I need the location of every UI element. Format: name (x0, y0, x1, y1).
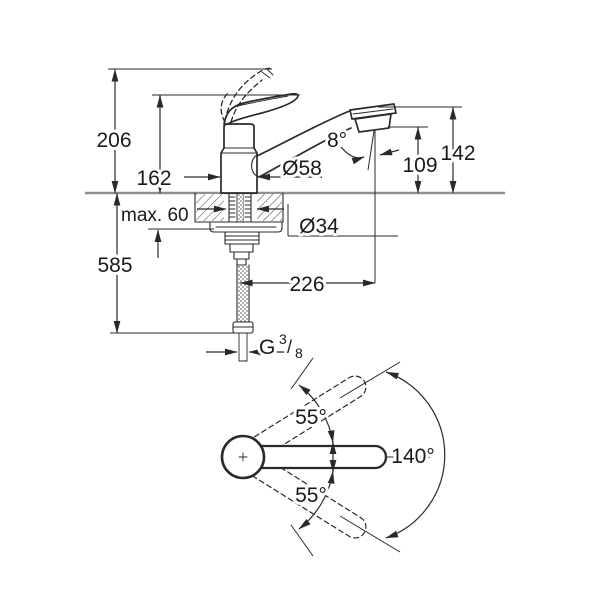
swivel-55-upper-label: 55° (295, 406, 327, 429)
thread-denominator: 8 (295, 345, 303, 361)
dim-585-label: 585 (97, 254, 132, 277)
thread-numerator: 3 (279, 331, 287, 347)
top-view: 55° 55° 140° (220, 357, 446, 557)
thread-g: G (259, 336, 275, 359)
dim-109-label: 109 (402, 154, 437, 177)
dim-max60-label: max. 60 (121, 205, 189, 226)
faucet-body (220, 123, 258, 194)
dim-206-label: 206 (96, 129, 131, 152)
dim-142-label: 142 (440, 142, 475, 165)
mounting-hardware (209, 221, 283, 266)
faucet-lever (223, 92, 299, 125)
dim-d58-label: Ø58 (282, 157, 322, 180)
dim-162-label: 162 (136, 167, 171, 190)
dim-226-label: 226 (289, 273, 324, 296)
mounting-shank (228, 192, 252, 223)
side-view: 206 162 142 109 585 max. 60 Ø58 Ø34 226 … (85, 67, 505, 364)
extension-lines (108, 68, 462, 334)
thread-slash: / (287, 337, 292, 357)
thread-size-label: G 3 / 8 (256, 328, 306, 364)
faucet-spout (251, 103, 397, 177)
dim-d34-label: Ø34 (299, 215, 339, 238)
dimension-lines (111, 69, 457, 356)
swivel-55-graphics (290, 357, 401, 557)
dim-8deg-label: 8° (327, 129, 347, 152)
swivel-140-label: 140° (391, 445, 434, 468)
swivel-140-arc (385, 371, 446, 539)
supply-hose (232, 264, 254, 362)
swivel-55-lower-label: 55° (295, 484, 327, 507)
